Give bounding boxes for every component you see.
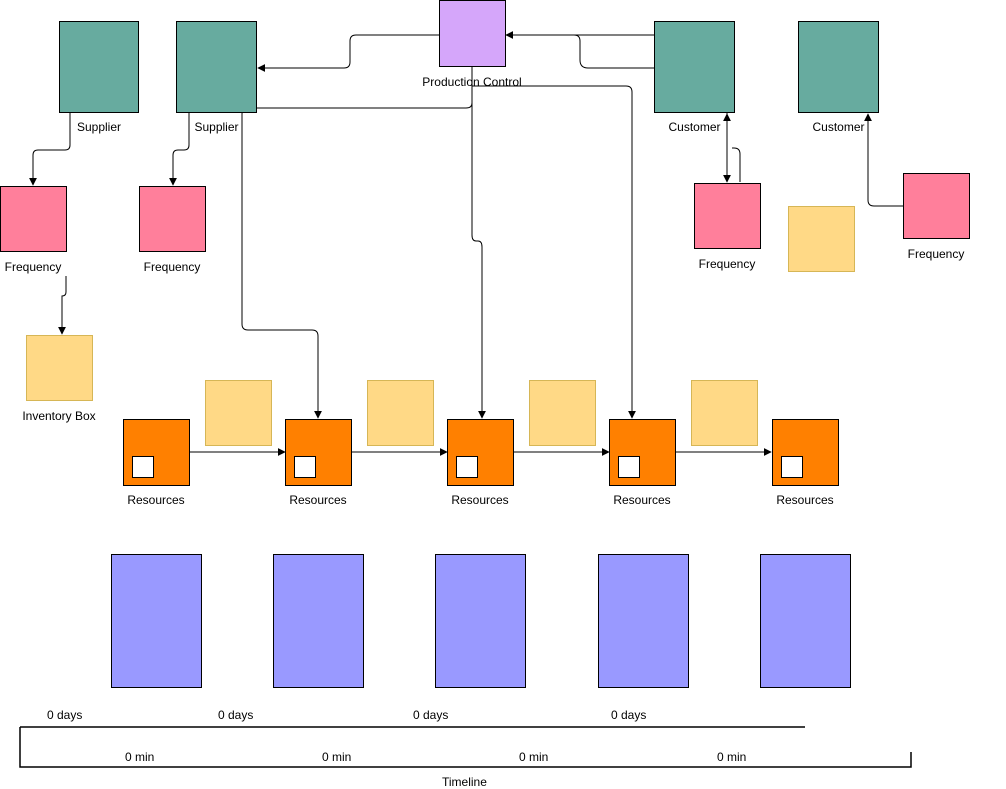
- process-block-3[interactable]: [435, 554, 526, 688]
- timeline-label: Timeline: [442, 775, 487, 789]
- timeline-lower-line: [19, 727, 912, 768]
- timeline-days-4: 0 days: [611, 708, 647, 722]
- resources-label-4: Resources: [613, 493, 671, 507]
- inventory-box-4[interactable]: [367, 380, 434, 446]
- inventory-box-1[interactable]: [26, 335, 93, 401]
- connector-production-resources3: [471, 64, 486, 419]
- inventory-box-label: Inventory Box: [22, 409, 96, 423]
- timeline-min-1: 0 min: [125, 750, 155, 764]
- inventory-box-2[interactable]: [788, 206, 855, 272]
- frequency-box-2[interactable]: [139, 186, 206, 252]
- timeline-days-3: 0 days: [413, 708, 449, 722]
- inventory-box-6[interactable]: [691, 380, 758, 446]
- resources-label-5: Resources: [776, 493, 834, 507]
- timeline-days-2: 0 days: [218, 708, 254, 722]
- resources-label-1: Resources: [127, 493, 185, 507]
- connector-supplier2-frequency2: [169, 113, 190, 186]
- resources-inner-square: [294, 456, 316, 478]
- resources-label-3: Resources: [451, 493, 509, 507]
- process-block-2[interactable]: [273, 554, 364, 688]
- resources-inner-square: [618, 456, 640, 478]
- timeline-min-3: 0 min: [519, 750, 549, 764]
- supplier-label-2: Supplier: [194, 120, 239, 134]
- connector-supplier1-frequency1: [29, 113, 71, 186]
- resources-box-1[interactable]: [123, 419, 190, 486]
- connector-production-resources4: [472, 85, 636, 419]
- connector-frequency3-customer1: [732, 147, 741, 182]
- resources-box-4[interactable]: [609, 419, 676, 486]
- frequency-box-4[interactable]: [903, 173, 970, 239]
- frequency-label-1: Frequency: [4, 260, 62, 274]
- timeline-days-1: 0 days: [47, 708, 83, 722]
- production-control-label: Production Control: [422, 75, 522, 89]
- frequency-label-3: Frequency: [698, 257, 756, 271]
- customer-box-2[interactable]: [798, 21, 879, 113]
- supplier-box-1[interactable]: [59, 21, 139, 113]
- resources-inner-square: [132, 456, 154, 478]
- connector-production-supplier2: [257, 34, 439, 72]
- process-block-1[interactable]: [111, 554, 202, 688]
- process-block-5[interactable]: [760, 554, 851, 688]
- timeline-min-2: 0 min: [322, 750, 352, 764]
- resources-box-3[interactable]: [447, 419, 514, 486]
- customer-box-1[interactable]: [654, 21, 735, 113]
- customer-label-1: Customer: [668, 120, 721, 134]
- timeline-min-4: 0 min: [717, 750, 747, 764]
- supplier-label-1: Supplier: [76, 120, 122, 134]
- resources-inner-square: [781, 456, 803, 478]
- inventory-box-5[interactable]: [529, 380, 596, 446]
- frequency-label-4: Frequency: [907, 247, 965, 261]
- customer-label-2: Customer: [812, 120, 865, 134]
- inventory-box-3[interactable]: [205, 380, 272, 446]
- supplier-box-2[interactable]: [176, 21, 257, 113]
- frequency-box-3[interactable]: [694, 183, 761, 249]
- resources-inner-square: [456, 456, 478, 478]
- resources-label-2: Resources: [289, 493, 347, 507]
- frequency-label-2: Frequency: [143, 260, 201, 274]
- resources-box-2[interactable]: [285, 419, 352, 486]
- connector-frequency4-customer2: [864, 113, 903, 207]
- resources-box-5[interactable]: [772, 419, 839, 486]
- process-block-4[interactable]: [598, 554, 689, 688]
- connector-customer1-production: [505, 31, 654, 69]
- connector-production-resources2: [241, 97, 473, 419]
- production-control-box[interactable]: [439, 0, 506, 67]
- frequency-box-1[interactable]: [0, 186, 67, 252]
- connector-frequency1-inventory: [58, 276, 67, 335]
